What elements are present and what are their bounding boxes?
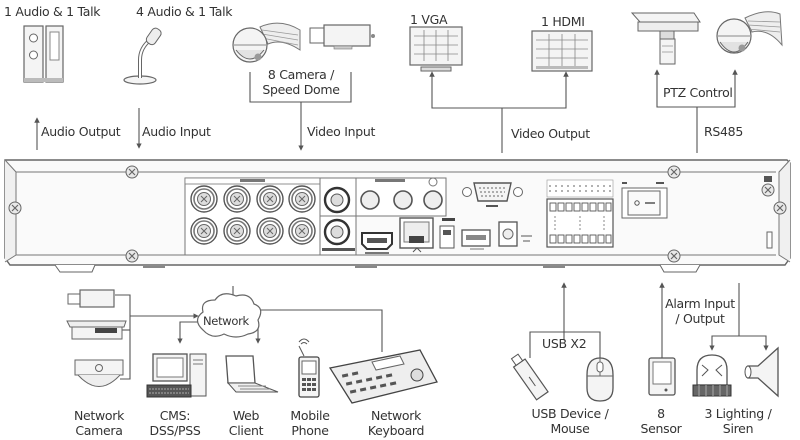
usb-group-label: USB X2	[542, 336, 587, 351]
video-output-link-label: Video Output	[511, 126, 590, 141]
hdmi-port	[361, 232, 393, 254]
bnc-connector	[190, 185, 218, 213]
bnc-connector	[288, 217, 316, 245]
ptz-speed-dome-icon	[716, 11, 783, 54]
video-input-link-label: Video Input	[307, 124, 376, 139]
bnc-connector	[190, 217, 218, 245]
top-connection-lines	[34, 69, 738, 153]
dc-power-port	[498, 221, 532, 247]
microphone-icon	[123, 27, 162, 85]
power-switch	[621, 182, 668, 219]
camera-group-label: 8 Camera / Speed Dome	[262, 67, 340, 97]
speaker-icon	[23, 25, 64, 83]
audio-talk-output-label: 1 Audio & 1 Talk	[4, 4, 101, 19]
vga-monitor-label: 1 VGA	[410, 12, 448, 27]
alarm-terminal-block	[546, 179, 614, 248]
web-client-label: Web Client	[228, 408, 264, 438]
bnc-connector	[223, 185, 251, 213]
sensor-label: 8 Sensor	[640, 406, 682, 436]
bnc-connector	[256, 185, 284, 213]
box-camera-icon	[309, 24, 375, 50]
rs485-link-label: RS485	[704, 124, 743, 139]
network-keyboard-icon	[328, 349, 438, 404]
mouse-icon	[586, 357, 614, 402]
usb-device-label: USB Device / Mouse	[531, 406, 609, 436]
web-client-laptop-icon	[225, 355, 279, 393]
warning-light-icon	[692, 354, 732, 397]
usb-stick-icon	[510, 353, 549, 401]
lighting-siren-label: 3 Lighting / Siren	[704, 406, 772, 436]
ptz-camera-icon	[630, 12, 701, 65]
network-cloud-label: Network	[203, 314, 249, 328]
network-cloud-icon	[196, 293, 262, 338]
lan-port	[399, 217, 434, 253]
bnc-connector	[256, 217, 284, 245]
audio-connector-block	[319, 177, 447, 256]
usb-port	[461, 229, 491, 250]
vga-monitor-icon	[409, 26, 463, 72]
ptz-control-label: PTZ Control	[663, 85, 733, 100]
audio-input-link-label: Audio Input	[142, 124, 211, 139]
cms-desktop-icon	[146, 353, 207, 398]
speed-dome-camera-icon	[232, 22, 301, 63]
alarm-io-link-label: Alarm Input / Output	[665, 296, 735, 326]
hdmi-monitor-icon	[531, 30, 593, 72]
mobile-phone-label: Mobile Phone	[290, 408, 330, 438]
network-keyboard-label: Network Keyboard	[367, 408, 425, 438]
bnc-connector	[223, 217, 251, 245]
cms-label: CMS: DSS/PSS	[149, 408, 201, 438]
video-in-bnc-block	[184, 177, 321, 256]
switch	[439, 218, 455, 249]
vga-port	[462, 182, 523, 207]
network-camera-label: Network Camera	[73, 408, 125, 438]
mobile-phone-icon	[298, 338, 320, 398]
audio-talk-input-label: 4 Audio & 1 Talk	[136, 4, 233, 19]
siren-horn-icon	[744, 346, 779, 398]
network-camera-icon	[66, 289, 127, 387]
hdmi-monitor-label: 1 HDMI	[541, 14, 585, 29]
sensor-icon	[648, 357, 676, 396]
audio-output-link-label: Audio Output	[41, 124, 121, 139]
bnc-connector	[288, 185, 316, 213]
